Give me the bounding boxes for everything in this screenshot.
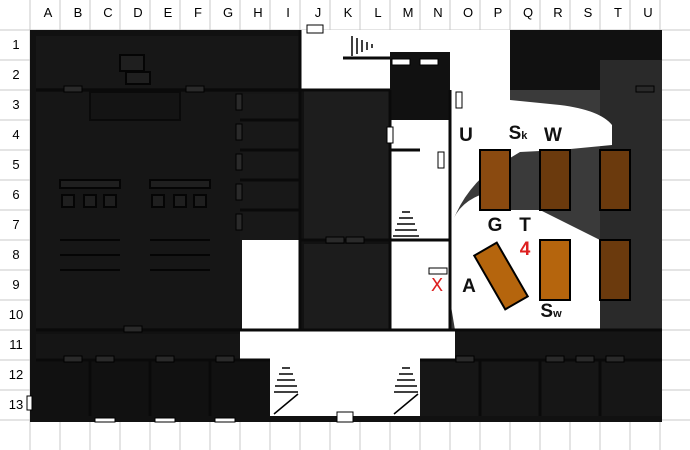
svg-text:X: X [431, 275, 443, 296]
stairs-center [393, 211, 419, 237]
marker-u[interactable]: U [459, 125, 473, 146]
row-label: 2 [12, 67, 19, 82]
row-label: 9 [12, 277, 19, 292]
row-label: 3 [12, 97, 19, 112]
marker-4[interactable]: 4 [520, 239, 531, 260]
column-label: R [553, 5, 562, 20]
table-sw [539, 239, 571, 301]
stairs-north [351, 36, 373, 56]
column-label: F [194, 5, 202, 20]
lit-corridor-south [240, 330, 455, 360]
column-label: Q [523, 5, 533, 20]
column-label: C [103, 5, 112, 20]
column-label: U [643, 5, 652, 20]
row-label: 6 [12, 187, 19, 202]
row-label: 4 [12, 127, 19, 142]
closed-doors [63, 85, 655, 363]
table-east-north [599, 149, 631, 211]
stairs-south-west [273, 367, 299, 415]
marker-sw[interactable]: Sw [540, 301, 562, 322]
table-w [539, 149, 571, 211]
stairs-south-east [393, 367, 419, 415]
column-label: I [286, 5, 290, 20]
column-label: G [223, 5, 233, 20]
marker-g[interactable]: G [488, 215, 503, 236]
column-label: O [463, 5, 473, 20]
room-west-small [89, 91, 181, 121]
row-label: 8 [12, 247, 19, 262]
marker-a[interactable]: A [462, 276, 476, 297]
lit-stair-east-room [390, 360, 420, 416]
lit-room-west-south [242, 240, 300, 330]
x-marker[interactable]: X [431, 275, 443, 296]
column-label: P [494, 5, 503, 20]
west-hall-benches [59, 54, 211, 271]
column-label: L [374, 5, 381, 20]
lit-corridor-top [390, 30, 450, 52]
column-label: K [344, 5, 353, 20]
tavern-tables [472, 149, 631, 311]
lit-tavern-north [450, 90, 612, 230]
column-label: A [44, 5, 53, 20]
marker-sk[interactable]: Sk [509, 123, 529, 144]
column-label: S [584, 5, 593, 20]
column-label: B [74, 5, 83, 20]
column-label: N [433, 5, 442, 20]
marker-t[interactable]: T [519, 215, 531, 236]
lit-room-south [300, 360, 390, 416]
marker-w[interactable]: W [544, 125, 562, 146]
room-center-south [304, 244, 390, 330]
row-label: 1 [12, 37, 19, 52]
row-label: 7 [12, 217, 19, 232]
lit-stair-west-room [270, 360, 300, 416]
room-center-north [304, 90, 390, 240]
column-label: J [315, 5, 322, 20]
table-a [472, 241, 530, 311]
row-label: 5 [12, 157, 19, 172]
column-label: T [614, 5, 622, 20]
column-label: H [253, 5, 262, 20]
column-label: E [164, 5, 173, 20]
lit-room-north [300, 30, 390, 90]
table-east-south [599, 239, 631, 301]
row-label: 10 [9, 307, 23, 322]
table-g-north [479, 149, 511, 211]
row-label: 13 [9, 397, 23, 412]
room-northwest [36, 36, 300, 88]
room-cells [240, 94, 300, 240]
row-label: 12 [9, 367, 23, 382]
corridor-south-east [455, 330, 662, 360]
column-labels: A B C D E F G H I J K L M N O P Q R S T U [44, 5, 653, 20]
row-label: 11 [9, 337, 23, 352]
lit-room-ne-entry [450, 30, 510, 90]
column-label: D [133, 5, 142, 20]
column-label: M [403, 5, 414, 20]
doors [26, 24, 463, 423]
